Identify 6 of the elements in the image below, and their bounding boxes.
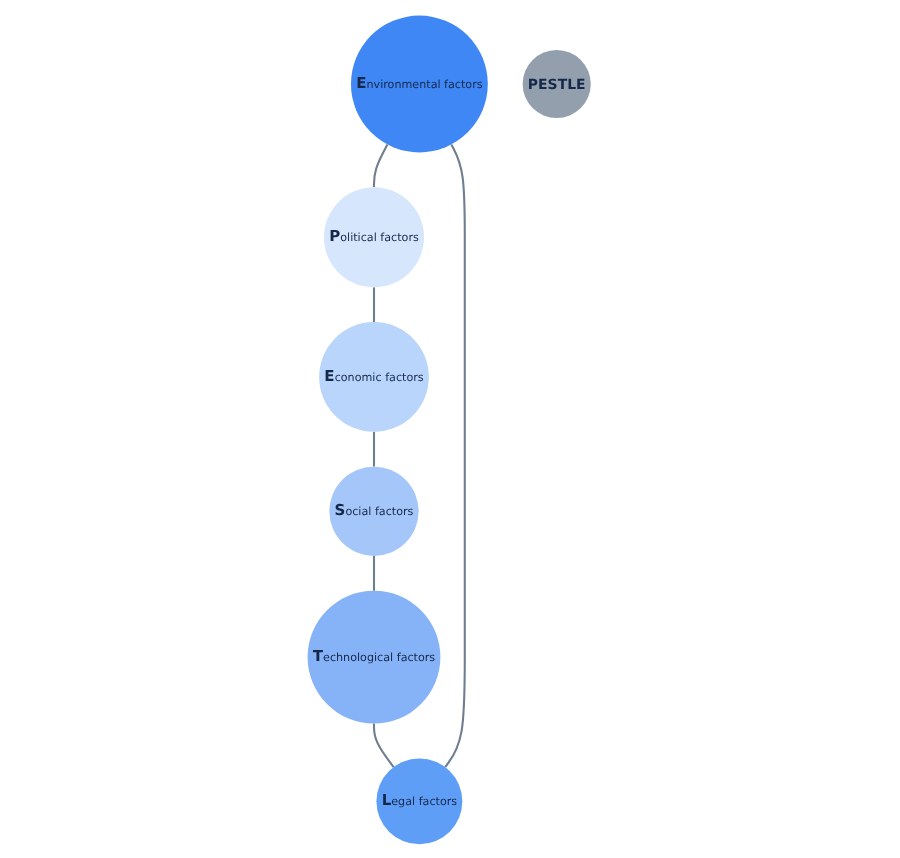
connector	[373, 430, 376, 466]
connector	[373, 286, 376, 322]
connector	[445, 143, 467, 767]
connector	[373, 554, 376, 590]
connector	[373, 722, 396, 767]
connector	[373, 143, 390, 187]
